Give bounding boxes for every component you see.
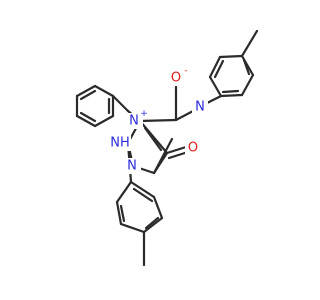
bond xyxy=(219,93,244,98)
atom-nh: NH xyxy=(109,135,131,151)
atom-label: O xyxy=(188,141,198,156)
bond xyxy=(240,29,259,58)
bond xyxy=(165,145,188,155)
bonds xyxy=(75,29,259,267)
bond xyxy=(213,59,225,79)
bond xyxy=(208,75,223,98)
bond xyxy=(132,187,154,203)
molecular-structure-diagram: N + NH N O O - N xyxy=(75,29,259,267)
bond xyxy=(75,114,97,128)
atom-label: N xyxy=(195,100,205,115)
atom-oxygen-minus: O - xyxy=(168,66,188,86)
bond xyxy=(115,200,123,226)
atom-label: O xyxy=(171,71,181,86)
atom-n-ring: N xyxy=(123,158,141,174)
atom-n-amide: N xyxy=(192,99,208,115)
atom-n-plus: N + xyxy=(125,109,148,129)
atom-labels: N + NH N O O - N xyxy=(109,66,208,174)
bond xyxy=(218,54,244,59)
bond xyxy=(221,89,240,94)
atom-label: N xyxy=(129,114,139,129)
atom-label: N xyxy=(127,159,137,174)
bond xyxy=(138,119,169,155)
bond xyxy=(240,73,255,97)
bond xyxy=(152,195,164,220)
atom-oxygen-carbonyl: O xyxy=(185,140,201,156)
bond xyxy=(208,55,222,79)
bond xyxy=(119,222,146,234)
bond xyxy=(142,216,164,234)
bond xyxy=(138,118,178,123)
bond xyxy=(115,180,133,204)
bond xyxy=(79,111,97,123)
atom-label: NH xyxy=(110,136,130,151)
bond xyxy=(79,89,97,101)
bond xyxy=(242,58,251,76)
atom-charge: - xyxy=(184,66,187,76)
bond xyxy=(119,204,126,223)
bond xyxy=(143,126,163,152)
bond xyxy=(167,150,190,160)
bond xyxy=(129,180,156,199)
bond xyxy=(152,137,174,175)
bond xyxy=(111,94,130,113)
bond xyxy=(93,114,115,128)
bond xyxy=(93,84,115,98)
bond xyxy=(174,108,197,122)
bond xyxy=(144,216,160,230)
atom-charge: + xyxy=(140,109,148,119)
bond xyxy=(75,84,97,98)
